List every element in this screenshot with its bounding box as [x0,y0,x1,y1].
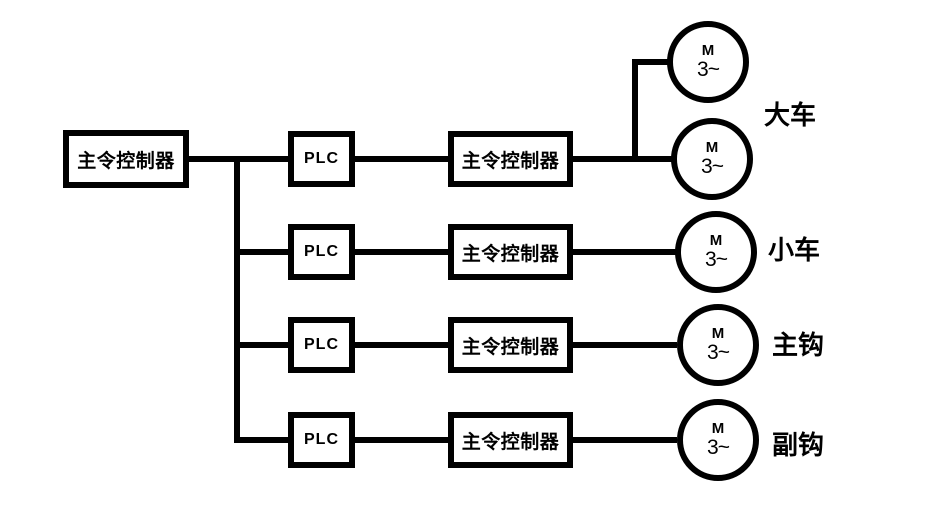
controller-label-row2: 主令控制器 [461,243,560,265]
motor-phase: 3~ [707,435,730,459]
connector-branch-to-upper-motor [632,59,669,65]
master-controller-box: 主令控制器 [63,130,189,188]
controller-box-row3: 主令控制器 [448,317,573,373]
plc-label-row1: PLC [304,150,339,167]
plc-label-row3: PLC [304,336,339,353]
connector-trunk-vertical [234,156,240,443]
motor-row4: M 3~ [677,399,759,481]
connector-trunk-to-plc3 [234,342,292,348]
plc-label-row2: PLC [304,243,339,260]
motor-phase: 3~ [705,247,728,271]
connector-controller3-to-motor [571,342,677,348]
motor-letter: M [701,42,715,60]
motor-row3: M 3~ [677,304,759,386]
controller-label-row3: 主令控制器 [461,336,560,358]
controller-box-row4: 主令控制器 [448,412,573,468]
connector-controller4-to-motor [571,437,677,443]
connector-plc4-to-controller4 [353,437,450,443]
motor-phase: 3~ [701,154,724,178]
motor-letter: M [711,325,725,343]
plc-box-row4: PLC [288,412,355,468]
motor-letter: M [705,139,719,157]
group-label-zhugou: 主钩 [772,330,825,360]
motor-phase: 3~ [697,57,720,81]
connector-branch-vertical-row1 [632,59,638,162]
plc-box-row1: PLC [288,131,355,187]
controller-box-row2: 主令控制器 [448,224,573,280]
connector-controller2-to-motor [571,249,677,255]
plc-box-row2: PLC [288,224,355,280]
connector-plc1-to-controller1 [353,156,450,162]
group-label-dache: 大车 [764,100,817,130]
connector-trunk-to-plc4 [234,437,292,443]
motor-row1-lower: M 3~ [671,118,753,200]
connector-plc2-to-controller2 [353,249,450,255]
controller-label-row1: 主令控制器 [461,150,560,172]
motor-letter: M [711,420,725,438]
plc-label-row4: PLC [304,431,339,448]
motor-phase: 3~ [707,340,730,364]
group-label-fugou: 副钩 [772,430,825,460]
master-controller-label: 主令控制器 [77,150,175,172]
motor-row2: M 3~ [675,211,757,293]
motor-letter: M [709,232,723,250]
connector-trunk-to-plc2 [234,249,292,255]
group-label-xiaoche: 小车 [768,235,821,265]
connector-plc3-to-controller3 [353,342,450,348]
connector-controller1-to-motor [571,156,673,162]
controller-label-row4: 主令控制器 [461,431,560,453]
plc-box-row3: PLC [288,317,355,373]
controller-box-row1: 主令控制器 [448,131,573,187]
motor-row1-upper: M 3~ [667,21,749,103]
